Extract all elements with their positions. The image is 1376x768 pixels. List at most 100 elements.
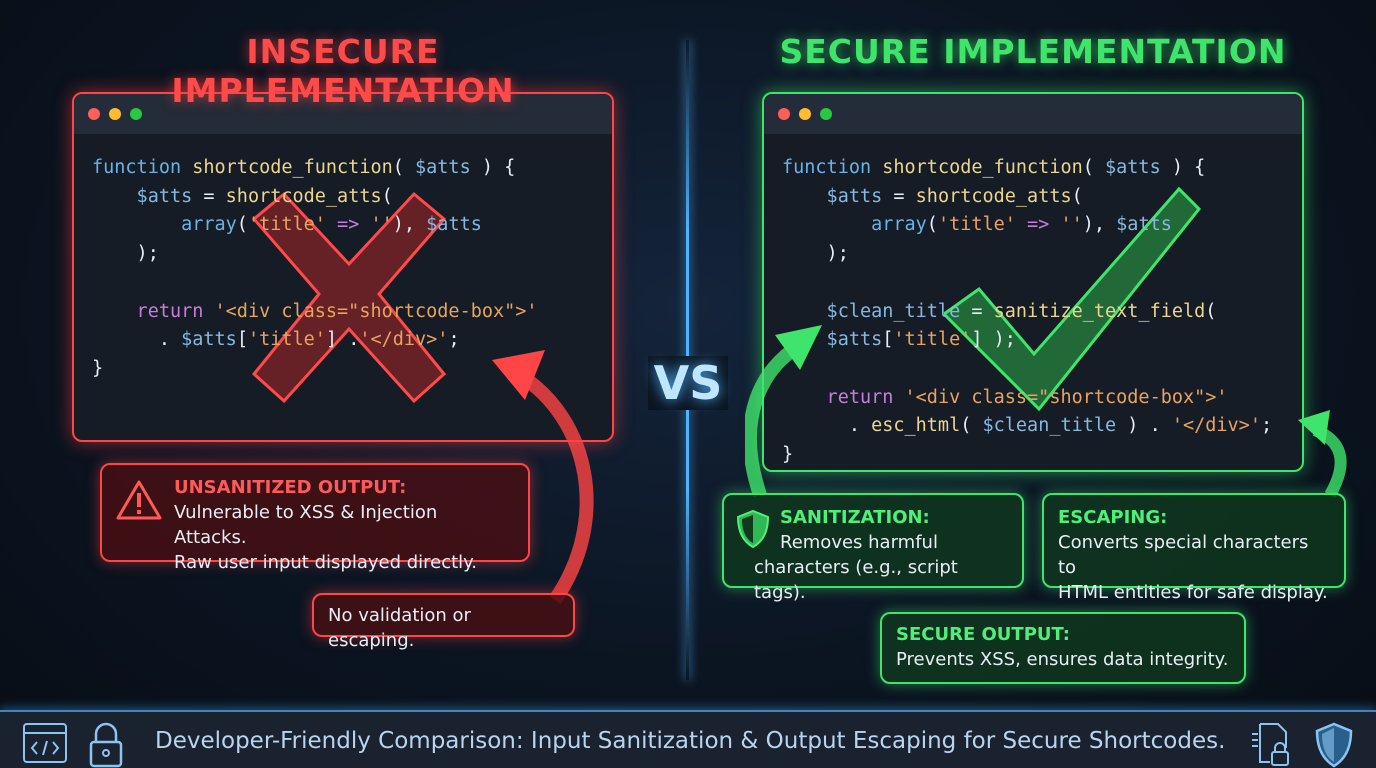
maximize-dot-icon [130,108,142,120]
code-token: ; [1260,415,1273,437]
code-token: '</div>' [359,329,449,351]
code-token: 'title' [937,214,1016,236]
code-line: array('title' => ''), $atts [782,211,1302,240]
escaping-callout: ESCAPING: Converts special characters to… [1042,493,1346,603]
code-token: $clean_title [782,300,961,322]
code-token: shortcode_function [192,157,393,178]
code-token: ] ); [971,329,1016,351]
code-token: ) { [1160,157,1206,178]
code-token: sanitize_text_field [993,300,1206,322]
secure-code-window: function shortcode_function( $atts ) { $… [762,92,1304,472]
code-line: return '<div class="shortcode-box">' [782,384,1302,413]
code-token: => [325,214,371,236]
code-token: '' [1060,214,1083,236]
code-token: array [782,214,927,236]
code-line: . $atts['title'] .'</div>'; [92,326,612,355]
code-token: function [782,157,883,178]
callout-line: Converts special characters to [1058,532,1309,578]
footer-caption: Developer-Friendly Comparison: Input San… [155,728,1226,754]
code-line: return '<div class="shortcode-box">' [92,298,612,327]
vs-label: VS [648,356,728,410]
code-token: = [192,185,226,207]
code-line: $clean_title = sanitize_text_field( [782,298,1302,327]
footer-banner: Developer-Friendly Comparison: Input San… [0,710,1376,768]
code-token: esc_html [871,415,961,437]
code-token: . [782,415,872,437]
code-token: ( [1082,157,1106,178]
secure-title: SECURE IMPLEMENTATION [779,32,1287,71]
code-token: ) . [1116,415,1172,437]
code-token: } [782,444,794,466]
code-token: 'title' [893,329,972,351]
code-token: array [92,214,237,236]
code-token: '<div class="shortcode-box">' [904,386,1228,408]
code-line: ​ [92,269,612,298]
code-line: array('title' => ''), $atts [92,211,612,240]
code-token: $atts [782,185,883,207]
code-token: = [960,300,994,322]
code-token: ; [448,329,460,351]
callout-heading: SECURE OUTPUT: [896,624,1071,645]
code-token: ( [381,185,393,207]
warning-icon [116,480,162,520]
maximize-dot-icon [820,108,832,120]
code-token: ( [1205,300,1217,322]
code-token: $atts [426,214,482,236]
code-token: $atts [1116,214,1172,236]
code-token: => [1015,214,1061,236]
unsanitized-output-callout: UNSANITIZED OUTPUT: Vulnerable to XSS & … [100,463,530,573]
code-token: ] . [325,329,360,351]
callout-heading: ESCAPING: [1058,507,1168,528]
code-token: shortcode_atts [915,185,1072,207]
code-token: 'title' [247,329,326,351]
callout-line: characters (e.g., script tags). [754,557,958,603]
green-arrow-right-icon [1298,410,1347,498]
code-line: function shortcode_function( $atts ) { [92,154,612,183]
sanitization-callout: SANITIZATION: Removes harmful characters… [722,493,1024,603]
callout-heading: UNSANITIZED OUTPUT: [174,477,407,498]
code-line: ​ [782,269,1302,298]
code-token: function [92,157,193,178]
code-token: [ [236,329,248,351]
callout-line: Vulnerable to XSS & Injection Attacks. [174,502,438,548]
code-token: $clean_title [982,415,1117,437]
code-token: '' [370,214,393,236]
code-token: ( [392,157,416,178]
code-token: ); [782,243,849,265]
code-line: . esc_html( $clean_title ) . '</div>'; [782,412,1302,441]
close-dot-icon [778,108,790,120]
code-token: shortcode_function [882,157,1083,178]
secure-code: function shortcode_function( $atts ) { $… [764,134,1302,470]
shield-icon [736,509,770,549]
code-token: [ [882,329,894,351]
code-token: $atts [415,157,471,178]
code-token: ), [392,214,427,236]
code-token: ( [926,214,938,236]
code-token: ) { [470,157,516,178]
code-token: ( [960,415,983,437]
callout-line: Raw user input displayed directly. [174,552,477,573]
code-window-icon [23,723,67,763]
code-line: } [92,355,612,384]
code-token: ), [1082,214,1117,236]
callout-line: HTML entities for safe display. [1058,582,1328,603]
callout-line: Prevents XSS, ensures data integrity. [896,649,1229,670]
minimize-dot-icon [109,108,121,120]
secure-output-callout: SECURE OUTPUT: Prevents XSS, ensures dat… [880,612,1246,684]
insecure-code: function shortcode_function( $atts ) { $… [74,134,612,384]
shield-icon [1315,722,1353,768]
window-titlebar [764,94,1302,134]
code-token: . [92,329,182,351]
callout-line: Removes harmful [780,532,938,553]
callout-heading: SANITIZATION: [780,507,930,528]
code-token: $atts [92,185,193,207]
code-token: $atts [181,329,237,351]
code-token: shortcode_atts [225,185,382,207]
code-token: } [92,357,104,379]
padlock-icon [89,722,123,768]
close-dot-icon [88,108,100,120]
code-line: } [782,441,1302,470]
code-token: ); [92,243,159,265]
code-line: $atts['title'] ); [782,326,1302,355]
code-token: ( [1071,185,1083,207]
